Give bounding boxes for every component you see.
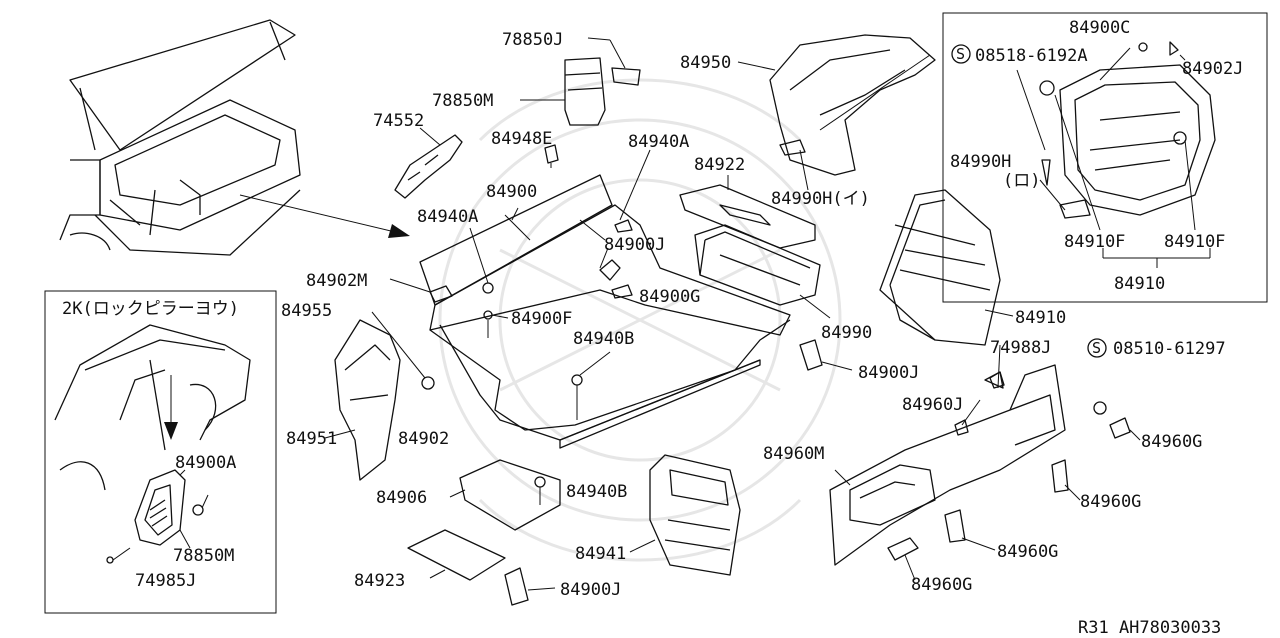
label-84990H: 84990H [950,152,1011,172]
label-84900C: 84900C [1069,18,1130,38]
label-84900F: 84900F [511,309,572,329]
label-78850J: 78850J [502,30,563,50]
box-84990 [694,224,831,319]
label-08518-6192A: 08518-6192A [975,46,1088,66]
s-symbol-text: S [956,45,965,63]
label-84960G-a: 84960G [1141,432,1202,452]
label-84960G-b: 84960G [1080,492,1141,512]
car-pointer-arrow [239,194,410,238]
label-84910F-left: 84910F [1064,232,1125,252]
inset-title: 2K(ロックピラーヨウ) [62,299,239,319]
part-labels: 78850J 84950 84900C 08518-6192A 84902J 7… [135,18,1243,600]
side-panel-84951 [324,311,435,481]
label-84940A-top: 84940A [628,132,689,152]
label-84950: 84950 [680,53,731,73]
bracket-84902M [389,278,453,303]
upper-trim-84950 [737,34,936,191]
label-84910-box: 84910 [1114,274,1165,294]
label-84910F-right: 84910F [1164,232,1225,252]
label-84940B-bottom: 84940B [566,482,627,502]
fastener-leads [469,149,651,376]
label-84960J: 84960J [902,395,963,415]
label-84990: 84990 [821,323,872,343]
label-84902J: 84902J [1182,59,1243,79]
mat-84906 [449,459,561,531]
label-84900J-top: 84900J [604,235,665,255]
label-84900A: 84900A [175,453,236,473]
clips-84960G [887,401,1141,581]
bracket-84900J-bottom [504,567,556,606]
label-84941: 84941 [575,544,626,564]
label-84960G-c: 84960G [997,542,1058,562]
inset-side-trim [942,12,1268,303]
label-84902: 84902 [398,429,449,449]
label-84900: 84900 [486,182,537,202]
side-trim-84910 [879,189,1014,346]
label-84906: 84906 [376,488,427,508]
clip-84948E [544,144,559,168]
inset-lock-pillar: 2K(ロックピラーヨウ) [44,290,277,614]
label-84951: 84951 [286,429,337,449]
label-84902M: 84902M [306,271,367,291]
label-84990H-i: 84990H(イ) [771,189,870,209]
label-84900J-right: 84900J [858,363,919,383]
label-78850M-inset: 78850M [173,546,234,566]
label-74985J: 74985J [135,571,196,591]
label-84910: 84910 [1015,308,1066,328]
label-84948E: 84948E [491,129,552,149]
label-84940B-top: 84940B [573,329,634,349]
label-84923: 84923 [354,571,405,591]
label-84940A-mid: 84940A [417,207,478,227]
clip-74988J [984,371,1004,389]
bracket-84900J-right [799,339,853,371]
label-84955: 84955 [281,301,332,321]
trim-strip-74552 [394,127,463,199]
label-74552: 74552 [373,111,424,131]
label-84922: 84922 [694,155,745,175]
tray-84922 [679,175,816,249]
label-84900G: 84900G [639,287,700,307]
bracket-78850 [520,37,641,126]
label-ro: (ロ) [1003,171,1040,191]
label-84900J-bottom: 84900J [560,580,621,600]
s-symbol-08510: S [1087,338,1107,358]
s-symbol-08518: S [951,44,971,64]
lower-panel-84960M [829,344,1066,566]
footer-reference: R31 AH78030033 [1078,618,1221,638]
mat-84923 [407,529,506,581]
car-open-trunk-illustration [59,19,301,256]
label-78850M-top: 78850M [432,91,493,111]
floor-panel [419,174,791,449]
label-84960M: 84960M [763,444,824,464]
watermark [438,78,842,562]
panel-84941 [629,454,741,576]
label-74988J: 74988J [990,338,1051,358]
label-08510-61297: 08510-61297 [1113,339,1226,359]
label-84960G-d: 84960G [911,575,972,595]
s-symbol-text: S [1092,339,1101,357]
